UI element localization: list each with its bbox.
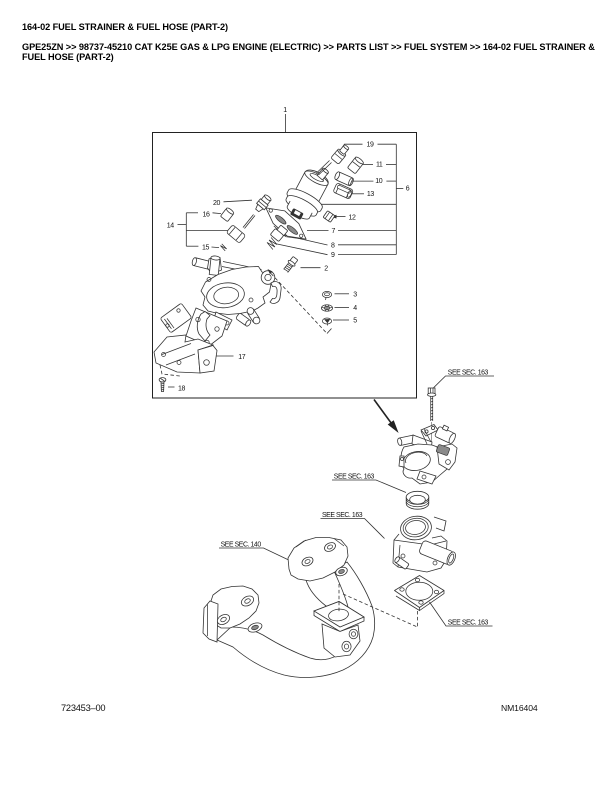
svg-text:5: 5 [353, 318, 357, 325]
svg-text:6: 6 [406, 186, 410, 193]
svg-text:8: 8 [331, 242, 335, 249]
svg-text:13: 13 [367, 191, 374, 198]
svg-text:9: 9 [331, 252, 335, 259]
svg-text:7: 7 [332, 228, 336, 235]
svg-text:14: 14 [167, 222, 174, 229]
svg-text:SEE SEC. 163: SEE SEC. 163 [322, 512, 363, 519]
svg-text:16: 16 [203, 211, 210, 218]
svg-text:10: 10 [375, 178, 382, 185]
svg-text:20: 20 [213, 200, 220, 207]
svg-text:12: 12 [349, 214, 356, 221]
svg-text:1: 1 [283, 107, 287, 114]
svg-text:19: 19 [367, 141, 374, 148]
svg-text:SEE SEC. 140: SEE SEC. 140 [221, 541, 262, 548]
svg-text:11: 11 [376, 162, 383, 169]
svg-text:15: 15 [202, 244, 209, 251]
svg-text:723453–00: 723453–00 [61, 703, 105, 713]
svg-text:SEE SEC. 163: SEE SEC. 163 [448, 619, 489, 626]
svg-text:3: 3 [353, 291, 357, 298]
svg-text:18: 18 [178, 385, 185, 392]
svg-text:17: 17 [238, 354, 245, 361]
svg-text:4: 4 [353, 305, 357, 312]
svg-text:SEE SEC. 163: SEE SEC. 163 [334, 473, 375, 480]
svg-text:SEE SEC. 163: SEE SEC. 163 [448, 369, 489, 376]
svg-text:2: 2 [324, 266, 328, 273]
svg-text:NM16404: NM16404 [501, 703, 538, 713]
